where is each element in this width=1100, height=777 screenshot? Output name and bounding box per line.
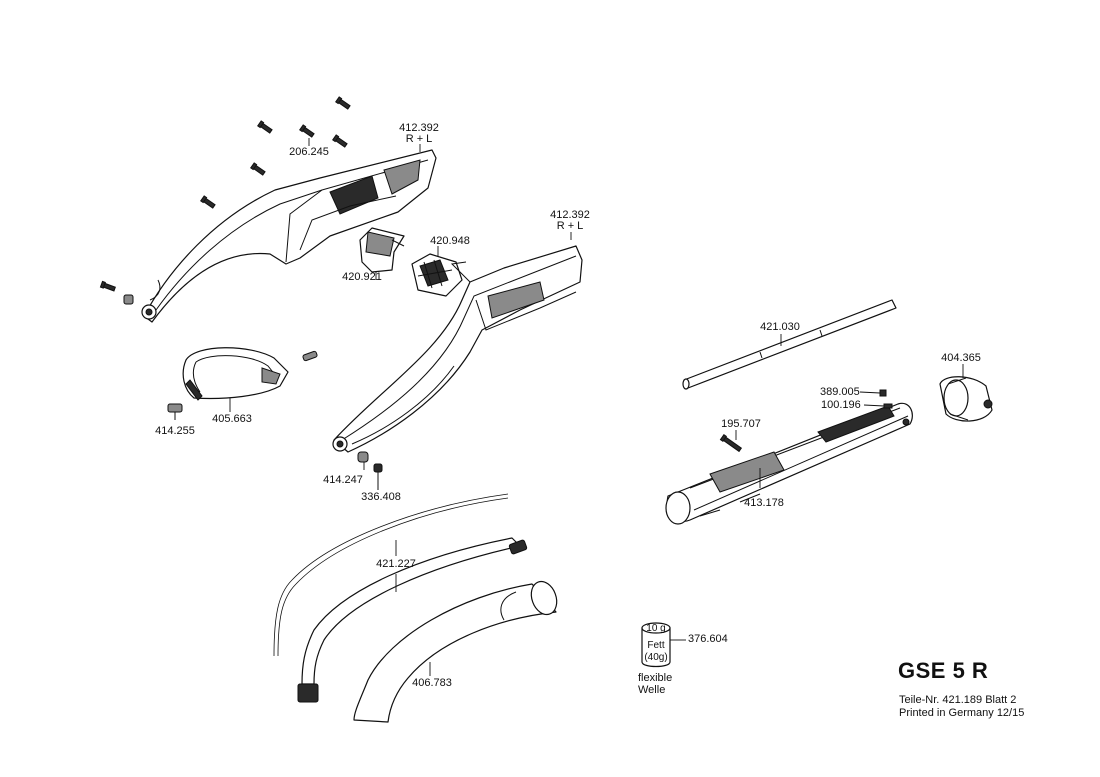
label-405663: 405.663 — [212, 413, 252, 425]
screw-195707 — [719, 433, 743, 453]
footer-printed: Printed in Germany 12/15 — [899, 707, 1025, 719]
bushing-small — [123, 294, 134, 305]
label-406783: 406.783 — [412, 677, 452, 689]
grease-caption-line2: Welle — [638, 684, 666, 696]
housing-half-upper — [141, 149, 437, 323]
label-414255: 414.255 — [155, 425, 195, 437]
grease-name: Fett — [647, 640, 665, 651]
label-404365: 404.365 — [941, 352, 981, 364]
label-421227: 421.227 — [376, 558, 416, 570]
label-336408: 336.408 — [361, 491, 401, 503]
label-414247: 414.247 — [323, 474, 363, 486]
label-389005: 389.005 — [820, 386, 860, 398]
rod-421030 — [682, 299, 897, 390]
label-412392-lower-side: R + L — [556, 220, 584, 232]
label-421030: 421.030 — [760, 321, 800, 333]
grease-tub-icon — [641, 622, 686, 668]
grease-amount: 10 g — [646, 623, 666, 634]
label-100196: 100.196 — [821, 399, 861, 411]
footer-part-number: Teile-Nr. 421.189 Blatt 2 — [899, 694, 1017, 706]
label-420921: 420.921 — [342, 271, 382, 283]
label-412392-upper-side: R + L — [405, 133, 433, 145]
label-413178: 413.178 — [744, 497, 784, 509]
grease-weight: (40g) — [644, 652, 668, 663]
collar-404365 — [939, 376, 993, 422]
grease-caption-line1: flexible — [638, 672, 673, 684]
block-420921 — [359, 227, 405, 273]
tube-413178 — [665, 402, 913, 525]
label-206245: 206.245 — [289, 146, 329, 158]
flexible-shaft-421227 — [273, 493, 528, 703]
housing-half-lower — [332, 245, 583, 453]
label-376604: 376.604 — [688, 633, 728, 645]
screw-group-206245 — [99, 96, 351, 305]
label-412392-lower: 412.392 — [550, 209, 590, 221]
screw-100196 — [863, 403, 893, 409]
guard-405663 — [182, 347, 318, 401]
label-420948: 420.948 — [430, 235, 470, 247]
bracket-420948 — [411, 253, 463, 297]
label-195707: 195.707 — [721, 418, 761, 430]
label-412392-upper: 412.392 — [399, 122, 439, 134]
page-title: GSE 5 R — [898, 658, 989, 683]
screw-336408 — [373, 463, 383, 490]
clip-389005 — [859, 389, 887, 397]
sleeve-406783 — [353, 580, 558, 723]
bushing-414247 — [357, 451, 369, 463]
screw-414255 — [167, 403, 183, 420]
